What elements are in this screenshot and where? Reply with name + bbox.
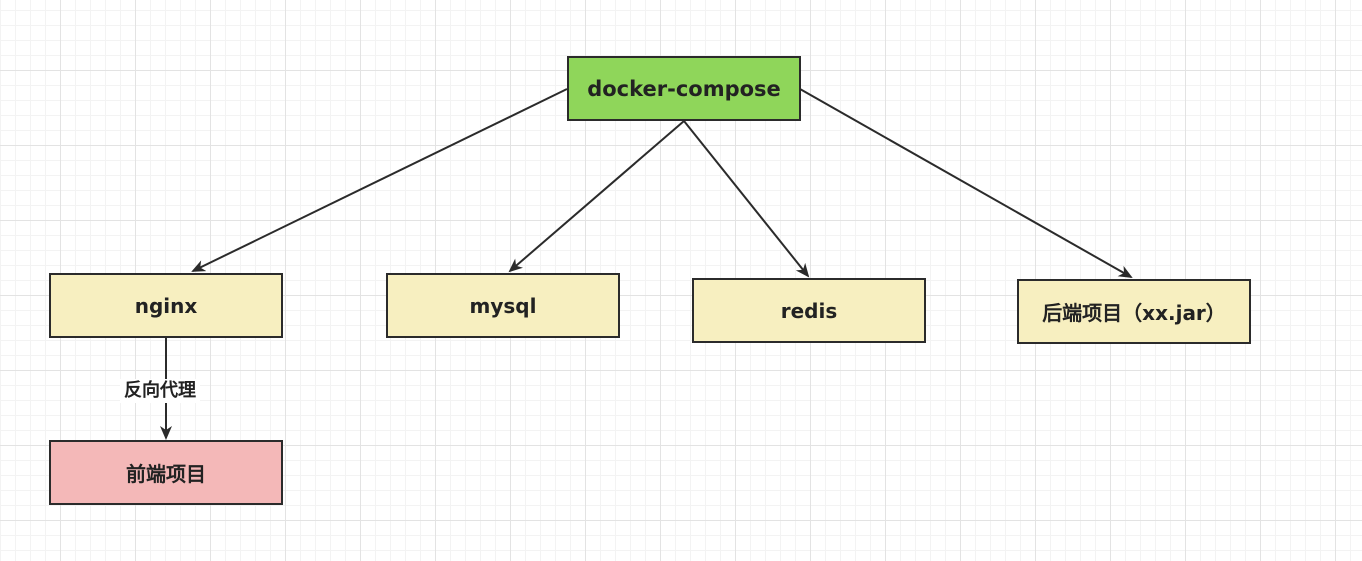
edge-label-reverse-proxy: 反向代理 (120, 379, 200, 403)
node-backend[interactable]: 后端项目（xx.jar） (1017, 279, 1251, 344)
edge-root-backend (799, 88, 1133, 278)
node-redis[interactable]: redis (692, 278, 926, 343)
node-docker-compose[interactable]: docker-compose (567, 56, 801, 121)
node-nginx[interactable]: nginx (49, 273, 283, 338)
node-frontend[interactable]: 前端项目 (49, 440, 283, 505)
edge-root-redis (683, 120, 810, 278)
edge-root-mysql (508, 120, 685, 273)
edge-root-nginx (191, 88, 568, 272)
node-mysql[interactable]: mysql (386, 273, 620, 338)
